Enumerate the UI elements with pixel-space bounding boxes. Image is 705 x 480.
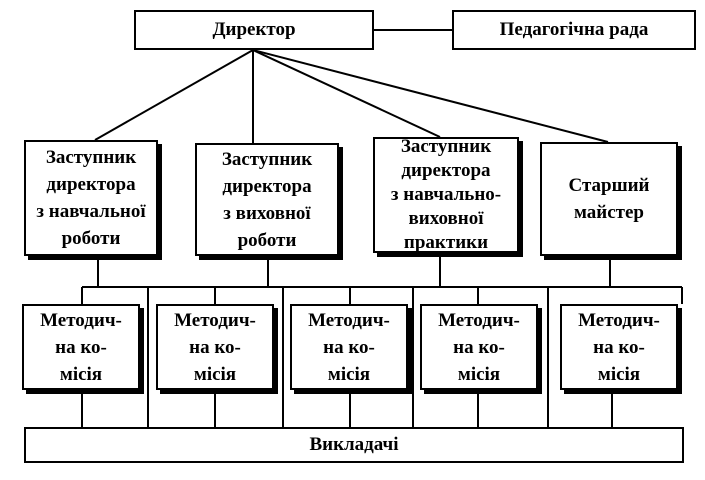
deputy-label-educational: Заступник директора з виховної роботи (221, 148, 313, 251)
teachers-box: Викладачі (24, 427, 684, 463)
commission-label-3: Методич- на ко- місія (308, 309, 390, 385)
pedagogical-council-box: Педагогічна рада (452, 10, 696, 50)
teachers-label: Викладачі (309, 434, 399, 455)
commission-box-5: Методич- на ко- місія (560, 304, 678, 390)
commission-label-1: Методич- на ко- місія (40, 309, 122, 385)
director-label: Директор (212, 19, 296, 40)
commission-box-3: Методич- на ко- місія (290, 304, 408, 390)
commission-label-2: Методич- на ко- місія (174, 309, 256, 385)
director-box: Директор (134, 10, 374, 50)
deputy-box-practice: Заступник директора з навчально- виховно… (373, 136, 519, 253)
senior-master-box: Старший майстер (540, 142, 678, 256)
connector-director-deputy-4 (252, 49, 609, 143)
pedagogical-council-label: Педагогічна рада (499, 19, 649, 40)
senior-master-label: Старший майстер (568, 175, 650, 223)
commission-box-1: Методич- на ко- місія (22, 304, 140, 390)
commission-label-5: Методич- на ко- місія (578, 309, 660, 385)
commission-label-4: Методич- на ко- місія (438, 309, 520, 385)
deputy-box-academic: Заступник директора з навчальної роботи (24, 140, 158, 256)
connector-director-deputy-1 (94, 49, 254, 141)
commission-box-4: Методич- на ко- місія (420, 304, 538, 390)
connector-director-deputy-3 (252, 49, 441, 138)
deputy-box-educational: Заступник директора з виховної роботи (195, 143, 339, 256)
deputy-label-academic: Заступник директора з навчальної роботи (36, 147, 146, 249)
deputy-label-practice: Заступник директора з навчально- виховно… (390, 136, 502, 253)
commission-box-2: Методич- на ко- місія (156, 304, 274, 390)
